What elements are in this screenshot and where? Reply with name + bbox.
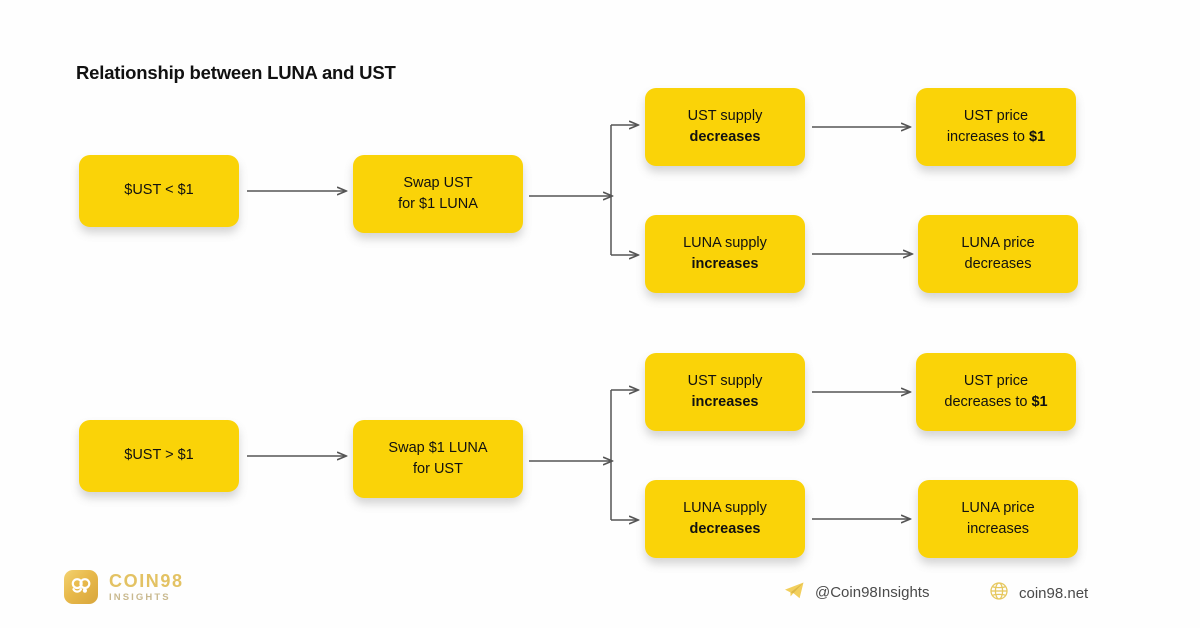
coin98-logo-icon [64, 570, 98, 604]
node-line-2: increases [966, 521, 1030, 537]
node-line-1: $UST > $1 [124, 447, 194, 464]
node-result-luna-price-decreases[interactable]: LUNA price decreases [918, 215, 1078, 293]
node-line-2: decreases [689, 129, 761, 145]
node-line-2-text: increases to [946, 129, 1030, 145]
node-line-2-emphasis: $1 [1031, 394, 1048, 410]
node-line-2: increases [691, 256, 759, 272]
node-action-swap-luna[interactable]: Swap $1 LUNA for UST [353, 420, 523, 498]
node-line-1: LUNA price [961, 234, 1035, 251]
page-title: Relationship between LUNA and UST [76, 62, 396, 83]
footer-telegram[interactable]: @Coin98Insights [784, 581, 929, 604]
node-line-2: decreases [689, 521, 761, 537]
node-line-2: increases to $1 [947, 127, 1045, 148]
node-line-2: decreases to $1 [944, 392, 1047, 413]
node-line-1: UST supply [687, 107, 763, 124]
node-line-1: LUNA supply [683, 499, 767, 516]
node-line-1: $UST < $1 [124, 182, 194, 199]
footer-website[interactable]: coin98.net [989, 581, 1088, 605]
node-line-2-text: decreases to [944, 394, 1032, 410]
brand-subtitle: INSIGHTS [109, 591, 171, 603]
node-line-2: decreases [964, 256, 1032, 272]
node-effect-ust-supply-decreases[interactable]: UST supply decreases [645, 88, 805, 166]
node-line-1: UST price [963, 372, 1029, 389]
node-line-1: Swap UST [403, 174, 473, 191]
node-result-ust-price-decreases[interactable]: UST price decreases to $1 [916, 353, 1076, 431]
node-result-luna-price-increases[interactable]: LUNA price increases [918, 480, 1078, 558]
brand-name: COIN98 [109, 570, 184, 591]
node-result-ust-price-increases[interactable]: UST price increases to $1 [916, 88, 1076, 166]
footer-website-label: coin98.net [1019, 584, 1089, 602]
node-line-2: for UST [413, 461, 463, 477]
node-line-1: Swap $1 LUNA [388, 439, 488, 456]
node-line-1: UST price [963, 107, 1029, 124]
node-effect-ust-supply-increases[interactable]: UST supply increases [645, 353, 805, 431]
node-line-2: for $1 LUNA [398, 196, 478, 212]
brand-logo: COIN98 INSIGHTS [64, 570, 184, 604]
node-trigger-above-peg[interactable]: $UST > $1 [79, 420, 239, 492]
footer-telegram-label: @Coin98Insights [815, 584, 930, 601]
node-trigger-below-peg[interactable]: $UST < $1 [79, 155, 239, 227]
node-line-2-emphasis: $1 [1029, 129, 1046, 145]
node-line-1: LUNA price [961, 499, 1035, 516]
node-effect-luna-supply-increases[interactable]: LUNA supply increases [645, 215, 805, 293]
node-line-1: UST supply [687, 372, 763, 389]
node-effect-luna-supply-decreases[interactable]: LUNA supply decreases [645, 480, 805, 558]
node-action-swap-ust[interactable]: Swap UST for $1 LUNA [353, 155, 523, 233]
node-line-1: LUNA supply [683, 234, 767, 251]
brand-wordmark: COIN98 INSIGHTS [109, 572, 184, 603]
telegram-icon [784, 581, 805, 604]
node-line-2: increases [691, 394, 759, 410]
globe-icon [989, 581, 1009, 605]
